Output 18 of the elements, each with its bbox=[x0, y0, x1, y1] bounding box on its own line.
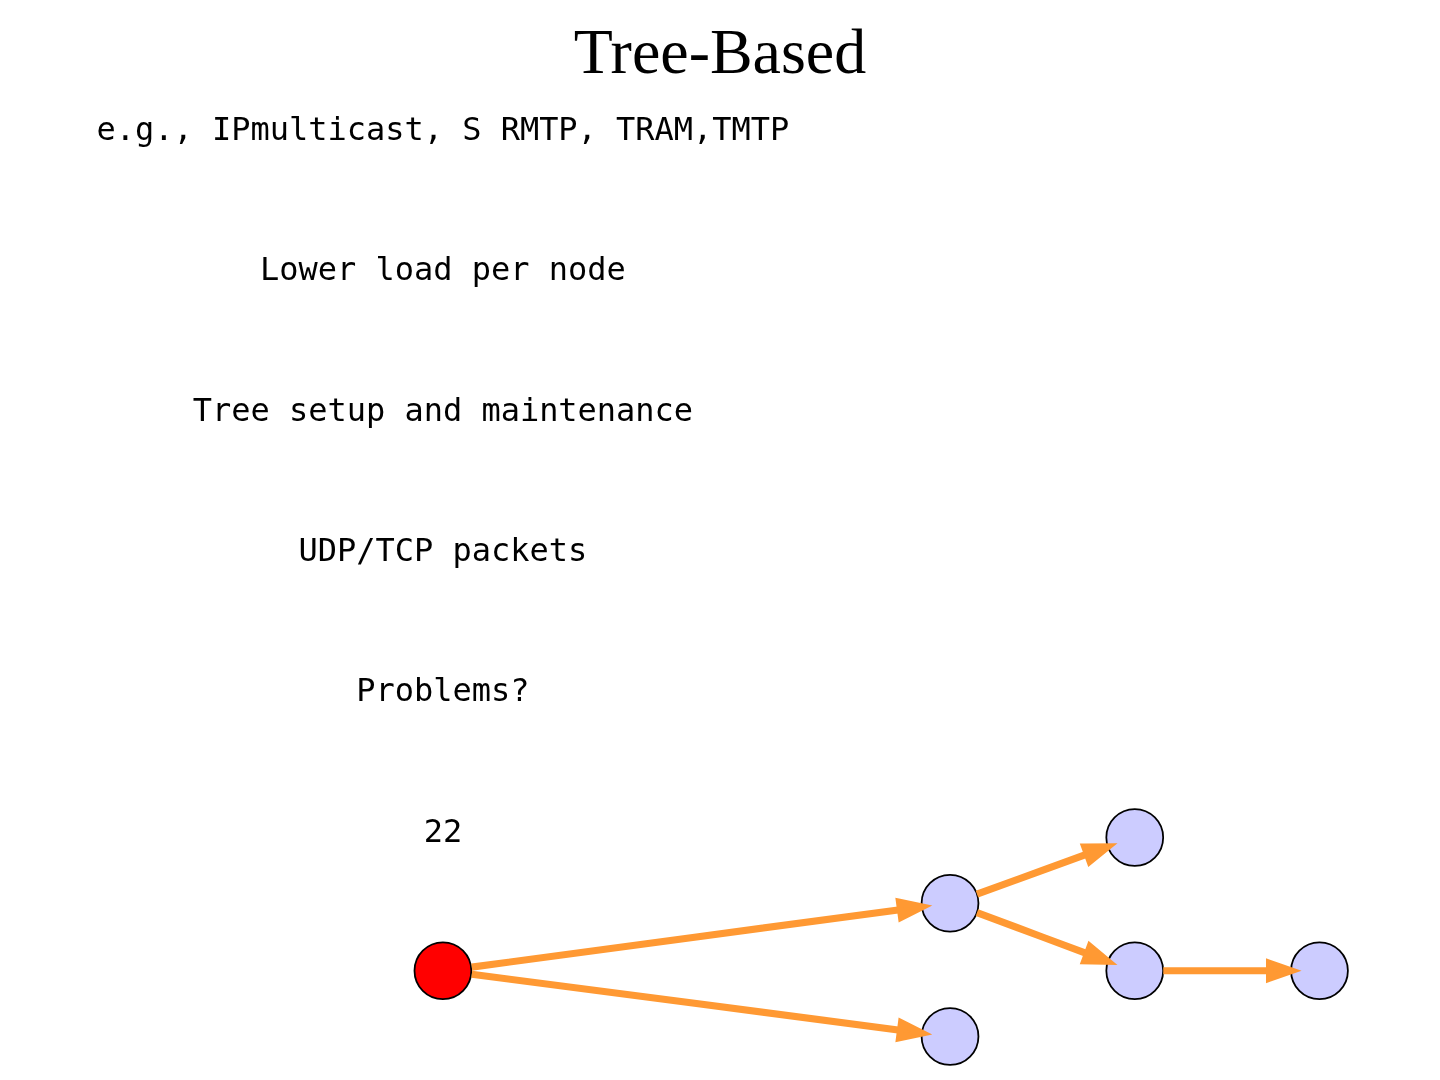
node-circle bbox=[920, 873, 980, 933]
node-circle bbox=[413, 941, 473, 1001]
arrow bbox=[471, 897, 933, 971]
arrow bbox=[471, 970, 933, 1043]
label: e.g., IPmulticast, S RMTP, TRAM,TMTP bbox=[96, 110, 790, 149]
node-circle bbox=[1105, 941, 1165, 1001]
label: Problems? bbox=[356, 671, 530, 710]
node-circle bbox=[1290, 941, 1349, 1001]
label: 22 bbox=[423, 811, 463, 850]
label: Tree setup and maintenance bbox=[192, 390, 694, 429]
arrow bbox=[975, 843, 1118, 898]
label: UDP/TCP packets bbox=[298, 531, 588, 570]
arrow bbox=[975, 909, 1118, 965]
diagram-title: Tree-Based bbox=[573, 16, 867, 88]
label: Lower load per node bbox=[260, 250, 626, 289]
node-circle bbox=[920, 1007, 980, 1066]
node-circle bbox=[1105, 808, 1165, 867]
arrow bbox=[1163, 958, 1302, 984]
